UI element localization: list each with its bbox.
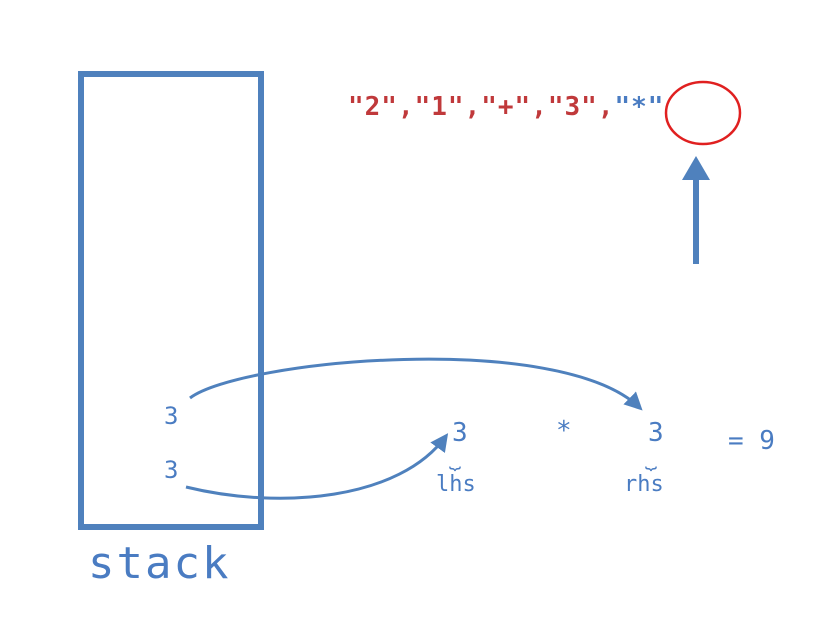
operator: * <box>556 416 572 446</box>
rhs-label: rhs <box>624 472 664 497</box>
token-3: "3" <box>547 92 598 122</box>
stack-item-bottom: 3 <box>164 456 179 484</box>
lhs-value: 3 <box>452 418 468 448</box>
token-plus: "+" <box>481 92 532 122</box>
token-list: "2","1","+","3","*" <box>348 92 664 122</box>
pointer-arrow-head <box>682 156 710 180</box>
stack-item-top: 3 <box>164 402 179 430</box>
arrow-to-rhs <box>189 357 643 411</box>
token-2: "2" <box>348 92 398 122</box>
lhs-label: lhs <box>436 472 476 497</box>
stack-box <box>78 71 264 530</box>
token-separator: , <box>397 92 415 122</box>
lhs-brace-icon: ⏟ <box>449 446 461 470</box>
token-separator: , <box>531 92 548 122</box>
token-1: "1" <box>414 92 465 122</box>
rhs-brace-icon: ⏟ <box>645 446 657 470</box>
result: = 9 <box>728 426 775 456</box>
arrow-to-lhs <box>185 433 449 500</box>
token-separator: , <box>464 92 482 122</box>
token-multiply-current: "*" <box>614 92 665 122</box>
rhs-value: 3 <box>648 418 664 448</box>
current-token-circle <box>664 80 742 146</box>
token-separator: , <box>597 92 615 122</box>
stack-label: stack <box>88 538 231 589</box>
